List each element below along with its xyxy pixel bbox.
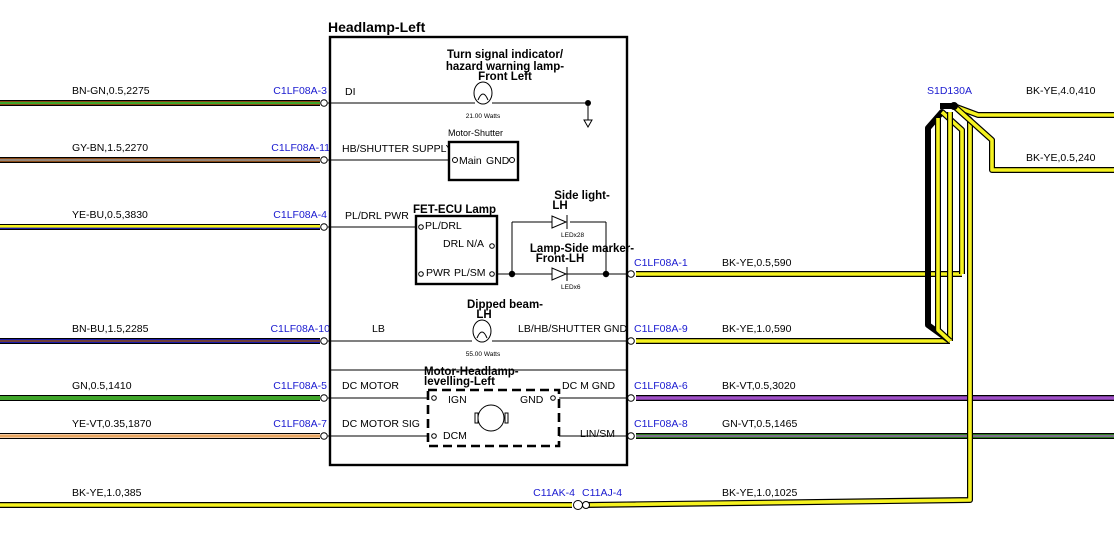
motor-shutter-box[interactable] [447, 140, 520, 182]
turn-lamp-label: Turn signal indicator/ [447, 49, 564, 61]
page-title: Headlamp-Left [328, 19, 426, 35]
wire-label: GY-BN,1.5,2270 [72, 142, 148, 154]
wire-label: YE-VT,0.35,1870 [72, 418, 152, 430]
pin-circle [418, 224, 424, 230]
led-count: LEDx6 [561, 284, 581, 291]
wire-label: BN-BU,1.5,2285 [72, 323, 149, 335]
shutter-gnd: GND [486, 155, 510, 167]
wire-label: BN-GN,0.5,2275 [72, 85, 150, 97]
wire-label: YE-BU,0.5,3830 [72, 209, 148, 221]
wire-label: BK-YE,0.5,240 [1026, 152, 1096, 164]
pin-circle [489, 271, 495, 277]
connector-pin[interactable]: C1LF08A-8 [634, 418, 688, 430]
pin-function: PL/DRL PWR [345, 210, 409, 222]
pin-circle [418, 271, 424, 277]
bulb-icon [472, 319, 492, 343]
shutter-title: Motor-Shutter [448, 128, 503, 138]
ground-symbol [583, 119, 593, 129]
pin-circles [320, 99, 635, 440]
side-marker-label: Lamp-Side marker- [530, 243, 634, 255]
splice-node [950, 102, 958, 110]
motor-pin: IGN [448, 394, 467, 406]
side-light-label: Side light- [554, 190, 610, 202]
splice-bundle[interactable] [584, 103, 1114, 508]
pin-circle [550, 395, 556, 401]
turn-lamp-label: hazard warning lamp- [446, 61, 564, 73]
wire-label: BK-YE,1.0,590 [722, 323, 792, 335]
fet-title: FET-ECU Lamp [413, 204, 496, 216]
wire-label: BK-YE,1.0,1025 [722, 487, 797, 499]
junction-dot [602, 270, 610, 278]
connector-pin[interactable]: C1LF08A-1 [634, 257, 688, 269]
wire-label: BK-YE,1.0,385 [72, 487, 142, 499]
turn-lamp-label: Front Left [478, 71, 532, 83]
headlamp-box[interactable] [328, 35, 629, 467]
pin-circle [431, 395, 437, 401]
leveling-label: Motor-Headlamp- [424, 366, 519, 378]
wire-ye-bu[interactable] [0, 224, 320, 230]
connector-pin[interactable]: C1LF08A-5 [273, 380, 327, 392]
connector-pin[interactable]: C1LF08A-11 [271, 142, 330, 154]
leveling-label: levelling-Left [424, 376, 495, 388]
pin-function: LIN/SM [580, 428, 615, 440]
inline-connector[interactable] [582, 501, 590, 509]
pin-function: DC MOTOR [342, 380, 399, 392]
inline-connector[interactable] [573, 500, 583, 510]
led-icon [551, 267, 568, 281]
connector-pin[interactable]: C1LF08A-7 [273, 418, 327, 430]
connector-pin[interactable]: C1LF08A-10 [270, 323, 330, 335]
wire-label: BK-VT,0.5,3020 [722, 380, 796, 392]
dipped-beam-label: LH [476, 309, 491, 321]
junction-dot [585, 100, 591, 106]
watts-label: 55.00 Watts [466, 351, 501, 358]
fet-pin: PL/DRL [425, 220, 462, 232]
pin-function: DC MOTOR SIG [342, 418, 420, 430]
connector-pin[interactable]: C1LF08A-4 [273, 209, 327, 221]
pin-circle [489, 243, 495, 249]
fet-pin: DRL N/A [443, 238, 484, 250]
wire-label: GN,0.5,1410 [72, 380, 132, 392]
connector-pin[interactable]: C1LF08A-6 [634, 380, 688, 392]
watts-label: 21.00 Watts [466, 113, 501, 120]
led-icon [551, 215, 568, 229]
wire-label: BK-YE,4.0,410 [1026, 85, 1096, 97]
pin-function: DI [345, 86, 356, 98]
connector-pin[interactable]: C11AK-4 [533, 487, 575, 499]
shutter-main: Main [459, 155, 482, 167]
connector-pin[interactable]: C11AJ-4 [582, 487, 622, 499]
motor-pin: DCM [443, 430, 467, 442]
fet-pin: PWR [426, 267, 451, 279]
pin-circle [431, 433, 437, 439]
pin-function: DC M GND [562, 380, 615, 392]
pin-function: HB/SHUTTER SUPPLY [342, 143, 453, 155]
connector-pin[interactable]: C1LF08A-9 [634, 323, 688, 335]
motor-icon [474, 404, 509, 432]
dipped-beam-label: Dipped beam- [467, 299, 543, 311]
bulb-icon [473, 81, 493, 105]
fet-pin: PL/SM [454, 267, 486, 279]
side-marker-label: Front-LH [536, 253, 585, 265]
motor-pin: GND [520, 394, 544, 406]
pin-circle [452, 157, 458, 163]
splice-label[interactable]: S1D130A [927, 85, 972, 97]
pin-circle [509, 157, 515, 163]
pin-function: LB [372, 323, 385, 335]
connector-pin[interactable]: C1LF08A-3 [273, 85, 327, 97]
side-light-label: LH [552, 200, 567, 212]
led-count: LEDx28 [561, 232, 585, 239]
pin-function: LB/HB/SHUTTER GND [518, 323, 628, 335]
wire-label: BK-YE,0.5,590 [722, 257, 792, 269]
junction-dot [508, 270, 516, 278]
fet-ecu-box[interactable] [414, 214, 499, 286]
wire-label: GN-VT,0.5,1465 [722, 418, 797, 430]
